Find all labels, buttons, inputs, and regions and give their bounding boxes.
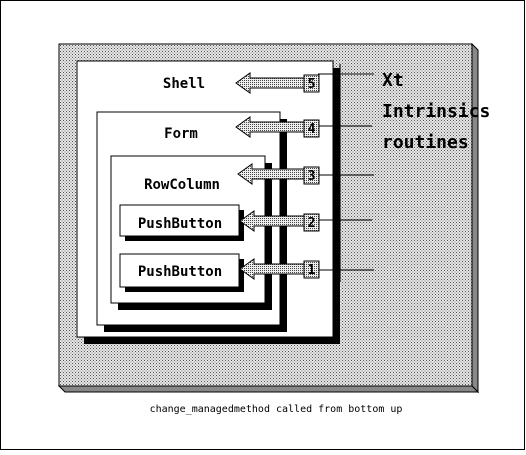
shell-label: Shell [163, 76, 205, 92]
pushbutton-bottom-widget: PushButton [119, 253, 244, 292]
step-box-1: 1 [303, 260, 320, 279]
diagram-caption: change_managedmethod called from bottom … [150, 404, 403, 415]
xt-intrinsics-label: Xt Intrinsics routines [382, 70, 490, 153]
pushbutton-top-label: PushButton [138, 216, 222, 232]
rowcolumn-label: RowColumn [144, 177, 220, 193]
step-box-4: 4 [303, 119, 320, 138]
step-number-4: 4 [308, 122, 316, 137]
xt-label-line-1: Xt [382, 70, 404, 91]
call-lines [318, 73, 374, 271]
form-label: Form [164, 126, 198, 142]
xt-label-line-2: Intrinsics [382, 101, 490, 122]
pushbutton-top-widget: PushButton [119, 204, 244, 241]
step-box-2: 2 [303, 213, 320, 232]
pushbutton-bottom-label: PushButton [138, 264, 222, 280]
step-number-3: 3 [308, 169, 316, 184]
step-number-5: 5 [308, 77, 316, 92]
step-number-1: 1 [308, 263, 316, 278]
step-box-3: 3 [303, 166, 320, 185]
step-box-5: 5 [303, 74, 320, 93]
step-number-2: 2 [308, 216, 316, 231]
xt-label-line-3: routines [382, 132, 469, 153]
